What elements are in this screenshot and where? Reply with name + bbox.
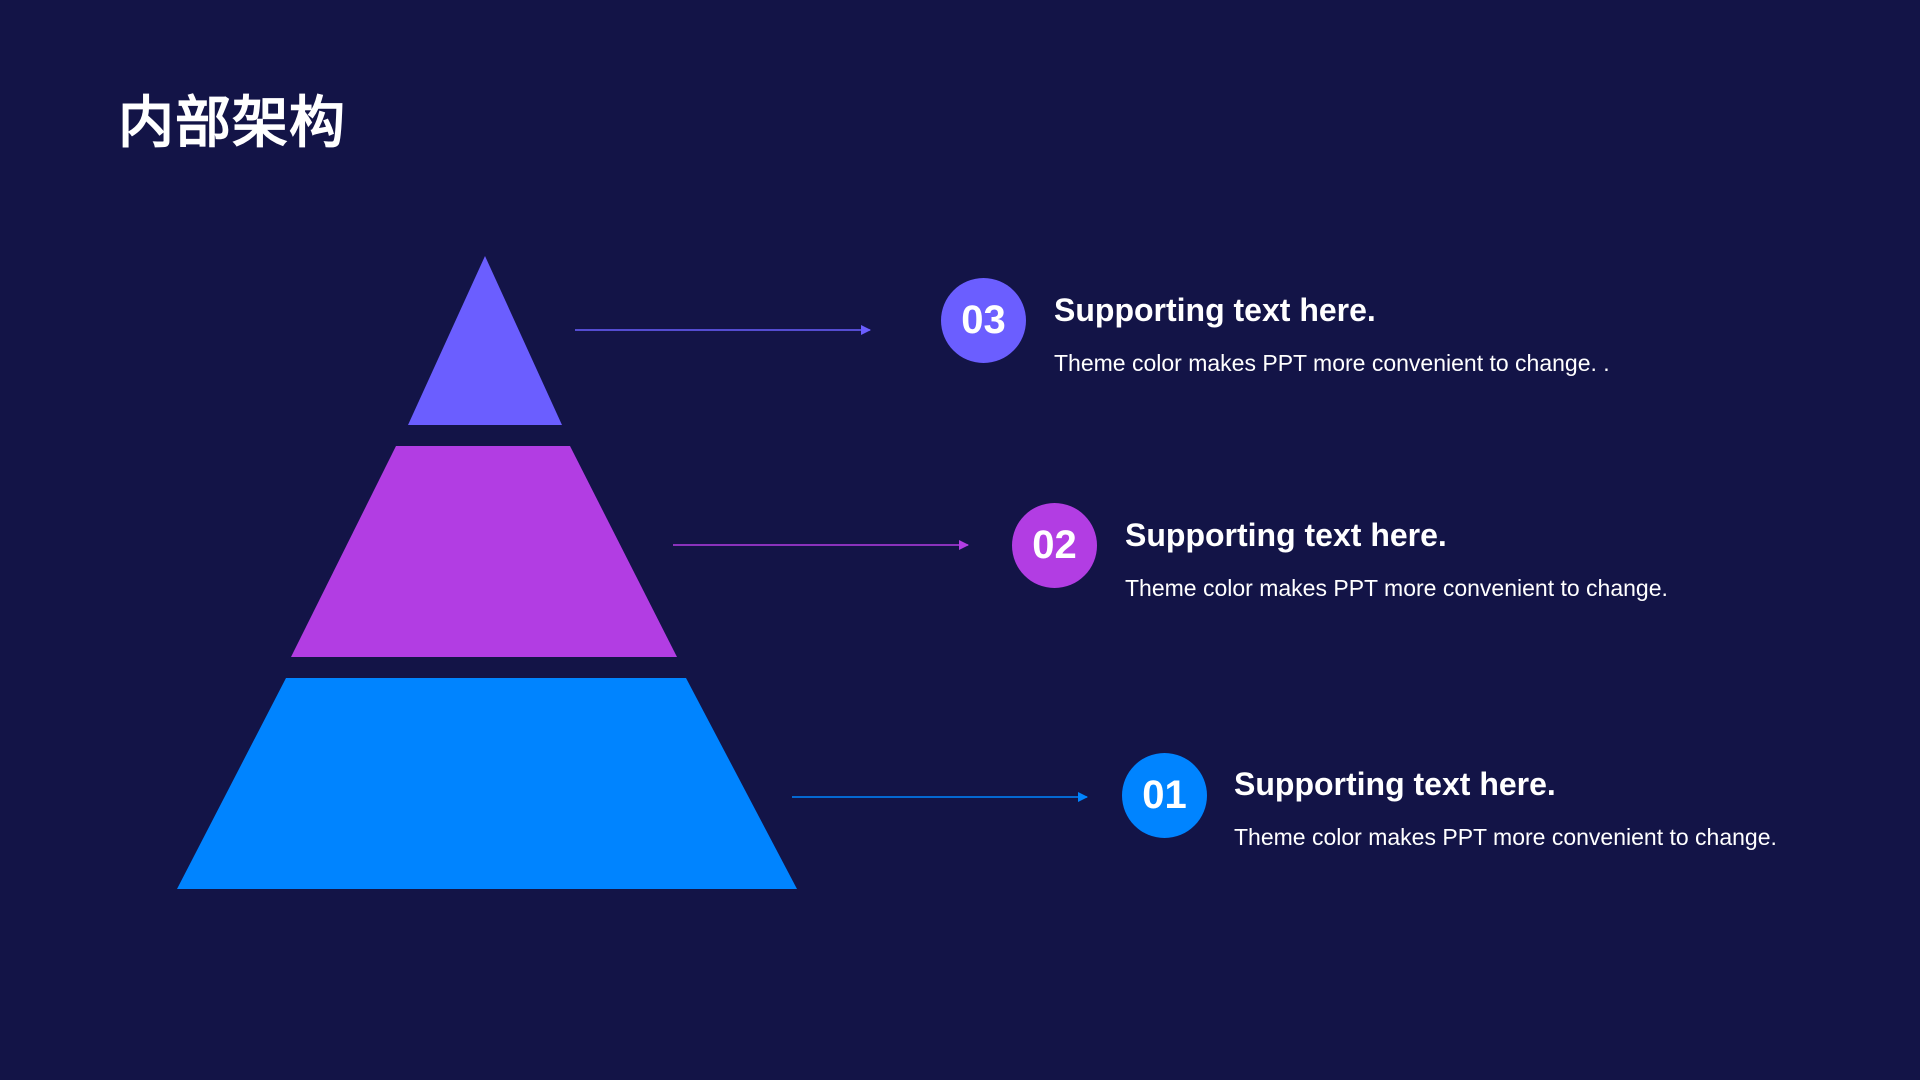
pyramid-tier-02 — [291, 446, 677, 657]
item-03-description: Theme color makes PPT more convenient to… — [1054, 350, 1610, 376]
item-02-description: Theme color makes PPT more convenient to… — [1125, 575, 1668, 601]
item-03-heading: Supporting text here. — [1054, 292, 1376, 328]
slide-title: 内部架构 — [118, 91, 346, 156]
badge-02: 02 — [1012, 503, 1097, 588]
badge-01: 01 — [1122, 753, 1207, 838]
item-02-heading: Supporting text here. — [1125, 517, 1447, 553]
item-01-description: Theme color makes PPT more convenient to… — [1234, 824, 1777, 850]
item-01-heading: Supporting text here. — [1234, 766, 1556, 802]
pyramid-tier-03 — [408, 256, 562, 425]
pyramid-tier-01 — [177, 678, 797, 889]
badge-03: 03 — [941, 278, 1026, 363]
